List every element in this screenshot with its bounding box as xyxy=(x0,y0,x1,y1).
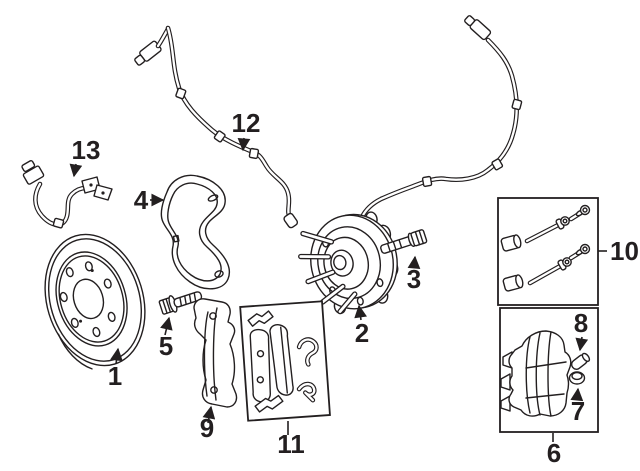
brake-caliper-icon xyxy=(500,330,572,417)
lug-hole xyxy=(84,261,93,272)
callout-4: 4 xyxy=(134,185,165,215)
lug-hole xyxy=(103,278,112,289)
lug-hole xyxy=(65,267,74,278)
rotor-center-bore xyxy=(72,278,105,320)
callout-11: 11 xyxy=(277,421,305,459)
part-label-10: 10 xyxy=(610,236,639,266)
pin-bolt-icon xyxy=(568,204,591,222)
brake-rotor xyxy=(44,233,146,370)
part-label-12: 12 xyxy=(232,108,261,138)
lug-hole xyxy=(107,311,116,322)
part-label-7: 7 xyxy=(571,396,585,426)
callout-2: 2 xyxy=(354,304,369,348)
callout-12: 12 xyxy=(232,108,261,152)
guide-pin-icon xyxy=(527,257,572,286)
harness-clip-icon xyxy=(213,130,226,143)
part-label-11: 11 xyxy=(277,429,305,459)
bushing-cap-icon xyxy=(568,371,586,385)
callout-1: 1 xyxy=(108,347,123,391)
guide-sleeve-icon xyxy=(570,352,591,370)
callout-10: 10 xyxy=(598,236,639,266)
part-label-8: 8 xyxy=(574,308,588,338)
wheel-stud xyxy=(380,229,428,254)
bushing-cap-icon xyxy=(502,274,524,292)
abs-sensor-harness-left-run xyxy=(134,25,299,229)
part-label-13: 13 xyxy=(72,135,101,165)
abs-sensor-harness-right-run xyxy=(358,15,523,236)
guide-pin-hardware-kit-box xyxy=(497,197,599,306)
part-label-9: 9 xyxy=(200,413,214,443)
part-label-2: 2 xyxy=(355,318,369,348)
harness-clip-icon xyxy=(511,98,523,111)
callout-3: 3 xyxy=(407,255,421,294)
hub-bore xyxy=(330,249,354,277)
part-label-4: 4 xyxy=(134,185,149,215)
hub-bearing-assembly xyxy=(298,211,399,315)
splash-shield xyxy=(160,174,231,290)
harness-clip-icon xyxy=(248,147,260,160)
brake-pad-icon xyxy=(269,324,294,396)
callout-6: 6 xyxy=(547,433,561,468)
part-label-3: 3 xyxy=(407,264,421,294)
brake-pad-icon xyxy=(249,328,271,403)
callout-13: 13 xyxy=(69,135,101,178)
callout-7: 7 xyxy=(570,387,585,426)
part-label-6: 6 xyxy=(547,438,561,468)
caliper-mounting-bracket xyxy=(193,298,238,408)
pigtail-connector-icon xyxy=(22,165,45,185)
pad-abutment-clip-icon xyxy=(247,310,274,327)
brake-pad-kit-box xyxy=(239,300,331,422)
callout-8: 8 xyxy=(574,308,588,352)
bushing-cap-icon xyxy=(500,234,522,252)
pin-bolt-icon xyxy=(568,243,591,261)
callout-5: 5 xyxy=(159,316,173,361)
brake-caliper-kit-box xyxy=(499,307,599,433)
guide-pin-icon xyxy=(524,216,570,244)
pad-abutment-clip-icon xyxy=(254,394,284,413)
callout-9: 9 xyxy=(200,405,216,443)
lug-hole xyxy=(70,317,79,329)
wheel-studs xyxy=(298,230,358,315)
lug-hole xyxy=(92,326,101,338)
lug-hole xyxy=(59,291,68,303)
harness-clip-icon xyxy=(175,87,187,100)
sensor-bracket-pigtail xyxy=(21,160,113,229)
part-label-1: 1 xyxy=(108,361,122,391)
harness-clip-icon xyxy=(491,158,504,171)
harness-clip-icon xyxy=(421,175,433,188)
sensor-tip-icon xyxy=(283,212,299,229)
part-label-5: 5 xyxy=(159,331,173,361)
mounting-bolt xyxy=(158,291,203,315)
